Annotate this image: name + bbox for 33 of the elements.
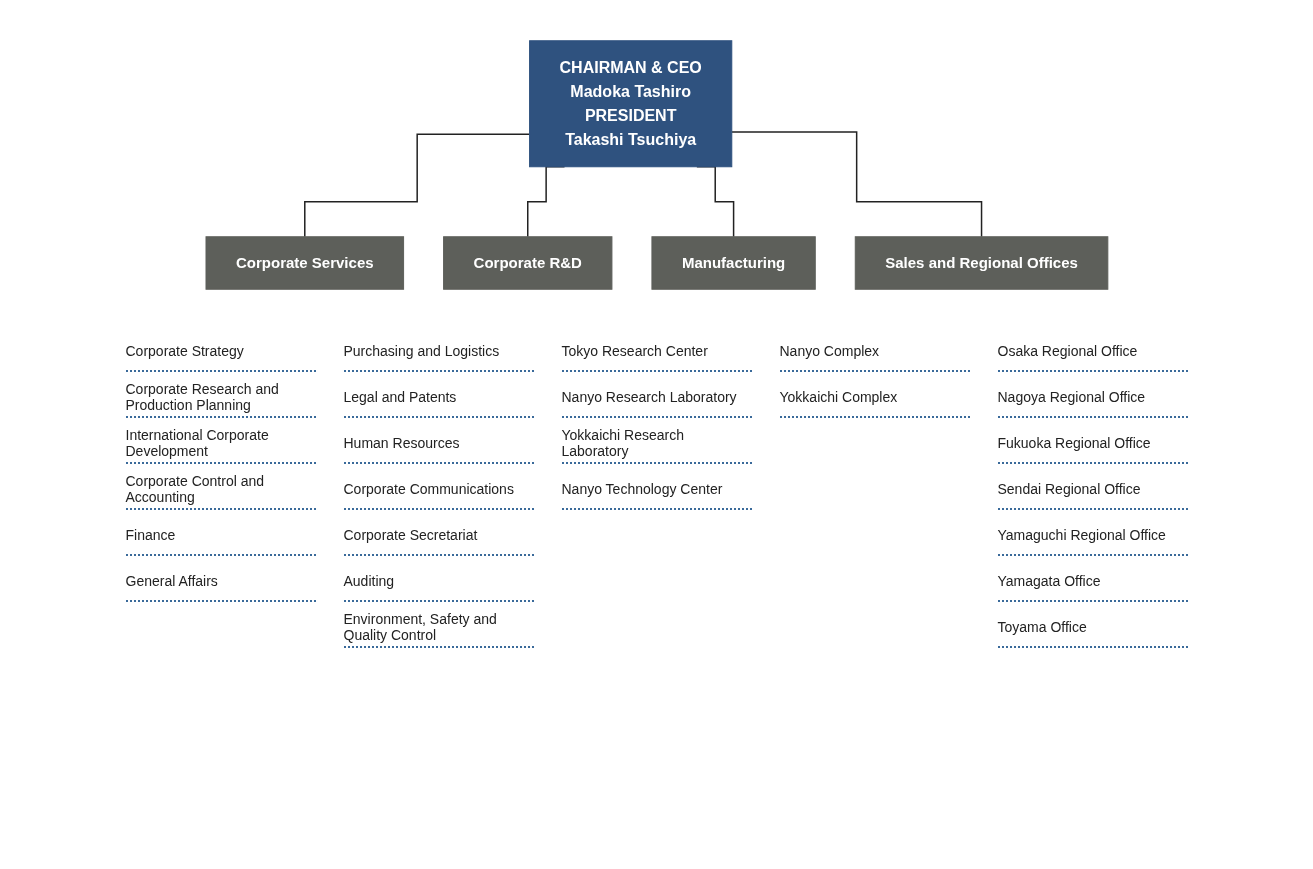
department-name: Yokkaichi Complex bbox=[779, 382, 970, 418]
department-name: Osaka Regional Office bbox=[997, 336, 1188, 372]
department-name: International Corporate Development bbox=[125, 428, 316, 464]
node-box: Corporate Services bbox=[205, 236, 404, 290]
department-name: General Affairs bbox=[125, 566, 316, 602]
connector bbox=[303, 133, 530, 238]
department-name: Auditing bbox=[343, 566, 534, 602]
department-name: Environment, Safety and Quality Control bbox=[343, 612, 534, 648]
department-name: Toyama Office bbox=[997, 612, 1188, 648]
department-name: Purchasing and Logistics bbox=[343, 336, 534, 372]
department-name: Nanyo Technology Center bbox=[561, 474, 752, 510]
department-name: Tokyo Research Center bbox=[561, 336, 752, 372]
department-name: Fukuoka Regional Office bbox=[997, 428, 1188, 464]
department-name: Yamaguchi Regional Office bbox=[997, 520, 1188, 556]
department-name: Yokkaichi Research Laboratory bbox=[561, 428, 752, 464]
department-name: Corporate Strategy bbox=[125, 336, 316, 372]
node-box: Corporate R&D bbox=[442, 236, 612, 290]
department-name: Sendai Regional Office bbox=[997, 474, 1188, 510]
department-name: Corporate Communications bbox=[343, 474, 534, 510]
node-box: CHAIRMAN & CEO Madoka Tashiro PRESIDENT Takashi Tsuchiya bbox=[528, 40, 732, 168]
department-name: Nanyo Research Laboratory bbox=[561, 382, 752, 418]
department-name: Finance bbox=[125, 520, 316, 556]
department-name: Nagoya Regional Office bbox=[997, 382, 1188, 418]
department-name: Corporate Research and Production Planning bbox=[125, 382, 316, 418]
node-box: Sales and Regional Offices bbox=[854, 236, 1108, 290]
department-name: Corporate Secretariat bbox=[343, 520, 534, 556]
department-name: Nanyo Complex bbox=[779, 336, 970, 372]
connector bbox=[730, 131, 982, 238]
department-name: Yamagata Office bbox=[997, 566, 1188, 602]
department-name: Human Resources bbox=[343, 428, 534, 464]
node-box: Manufacturing bbox=[651, 236, 816, 290]
department-name: Corporate Control and Accounting bbox=[125, 474, 316, 510]
department-name: Legal and Patents bbox=[343, 382, 534, 418]
